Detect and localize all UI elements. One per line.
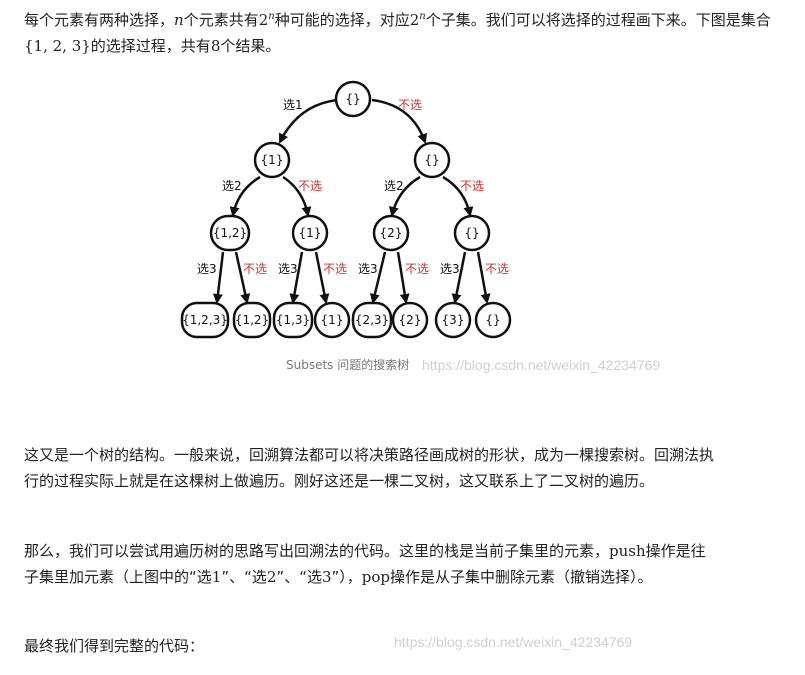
edge-label-skip: 不选 (460, 179, 484, 193)
edge-label-select-1: 选1 (283, 98, 303, 112)
edge-label-select-3: 选3 (358, 262, 378, 276)
edge-label-skip: 不选 (323, 262, 347, 276)
node-label: {1} (299, 226, 322, 240)
node-label: {3} (442, 313, 465, 327)
edge-l2c-left (370, 251, 387, 304)
edge-root-left (278, 98, 338, 144)
edge-l2c-right (396, 251, 410, 304)
tree-node (334, 80, 372, 118)
paragraph-final-code-intro: 最终我们得到完整的代码： (24, 637, 205, 655)
subsets-search-tree-figure: {} {1} {} {1,2} {1} {2} {} {1,2,3} {1,2}… (180, 80, 512, 339)
node-label: {2} (399, 313, 422, 327)
tree-node (209, 214, 251, 252)
edge-l2d-right (476, 251, 491, 304)
tree-node (253, 141, 291, 179)
edge-label-skip: 不选 (405, 262, 429, 276)
edge-label-select-2: 选2 (384, 179, 404, 193)
code-pop: pop (361, 568, 391, 586)
node-label: {} (424, 153, 439, 167)
node-label: {1,2} (235, 313, 269, 327)
paragraph-backtrack-code: 那么，我们可以尝试用遍历树的思路写出回溯法的代码。这里的栈是当前子集里的元素，p… (24, 542, 706, 586)
edge-l1b-right (442, 175, 474, 217)
watermark-text: https://blog.csdn.net/weixin_42234769 (422, 357, 661, 373)
tree-node (232, 301, 272, 339)
edge-root-right (371, 98, 428, 144)
math-set: {1, 2, 3} (24, 37, 91, 55)
edge-label-skip: 不选 (398, 98, 422, 112)
edge-label-skip: 不选 (243, 262, 267, 276)
node-label: {1,2,3} (182, 313, 228, 327)
node-label: {1} (261, 153, 284, 167)
edge-l1b-left (389, 175, 421, 217)
tree-node (413, 141, 451, 179)
node-label: {} (485, 313, 500, 327)
tree-node (291, 214, 329, 252)
node-label: {2,3} (355, 313, 389, 327)
watermark-text: https://blog.csdn.net/weixin_42234769 (394, 634, 633, 650)
tree-node (272, 301, 314, 339)
tree-node (434, 301, 472, 339)
edge-l2b-right (314, 251, 330, 304)
tree-node (453, 214, 491, 252)
tree-node (372, 214, 410, 252)
edge-l1a-right (282, 175, 312, 217)
node-label: {} (345, 92, 360, 106)
tree-node (313, 301, 351, 339)
node-label: {1,3} (276, 313, 310, 327)
tree-node (180, 301, 230, 339)
figure-caption: Subsets 问题的搜索树 (286, 358, 410, 372)
tree-node (391, 301, 429, 339)
edge-label-skip: 不选 (485, 262, 509, 276)
node-label: {1} (321, 313, 344, 327)
edge-label-select-3: 选3 (440, 262, 460, 276)
edge-label-select-3: 选3 (278, 262, 298, 276)
code-push: push (609, 542, 646, 560)
node-label: {} (464, 226, 479, 240)
edge-l1a-left (229, 175, 261, 217)
node-label: {2} (380, 226, 403, 240)
edge-label-select-2: 选2 (222, 179, 242, 193)
edge-l2a-left (212, 251, 225, 304)
edge-label-select-3: 选3 (197, 262, 217, 276)
tree-node (351, 301, 393, 339)
edge-label-skip: 不选 (298, 179, 322, 193)
tree-node (474, 301, 512, 339)
math-n: n (174, 11, 184, 29)
edge-l2b-left (289, 251, 304, 304)
node-label: {1,2} (213, 226, 247, 240)
paragraph-tree-structure: 这又是一个树的结构。一般来说，回溯算法都可以将决策路径画成树的形状，成为一棵搜索… (24, 446, 715, 490)
intro-paragraph: 每个元素有两种选择，n个元素共有2n种可能的选择，对应2n个子集。我们可以将选择… (24, 11, 771, 55)
edge-l2d-left (451, 251, 467, 304)
edge-l2a-right (234, 251, 251, 304)
